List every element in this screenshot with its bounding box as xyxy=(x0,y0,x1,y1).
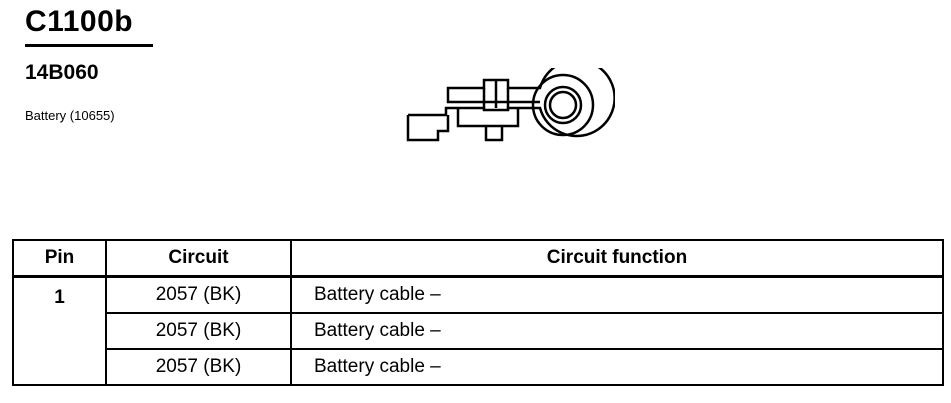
pin-table: Pin Circuit Circuit function 1 2057 (BK)… xyxy=(12,239,944,386)
title-underline xyxy=(25,44,153,47)
connector-id-title: C1100b xyxy=(25,5,134,38)
circuit-function-cell: Battery cable – xyxy=(290,348,944,386)
table-row: 2057 (BK) Battery cable – xyxy=(13,312,944,350)
table-row: 1 2057 (BK) Battery cable – xyxy=(12,275,944,386)
circuit-function-cell: Battery cable – xyxy=(290,275,944,314)
circuit-function-cell: Battery cable – xyxy=(290,312,944,350)
header-circuit-function: Circuit function xyxy=(290,239,944,278)
header-pin: Pin xyxy=(12,239,107,278)
part-number: 14B060 xyxy=(25,61,99,84)
battery-terminal-icon xyxy=(406,68,615,142)
component-name: Battery (10655) xyxy=(25,108,115,123)
pin-number: 1 xyxy=(12,275,107,386)
table-header-row: Pin Circuit Circuit function xyxy=(12,239,944,278)
table-row: 2057 (BK) Battery cable – xyxy=(13,348,944,386)
circuit-cell: 2057 (BK) xyxy=(105,348,292,386)
circuit-cell: 2057 (BK) xyxy=(105,275,292,314)
header-circuit: Circuit xyxy=(105,239,292,278)
circuit-cell: 2057 (BK) xyxy=(105,312,292,350)
